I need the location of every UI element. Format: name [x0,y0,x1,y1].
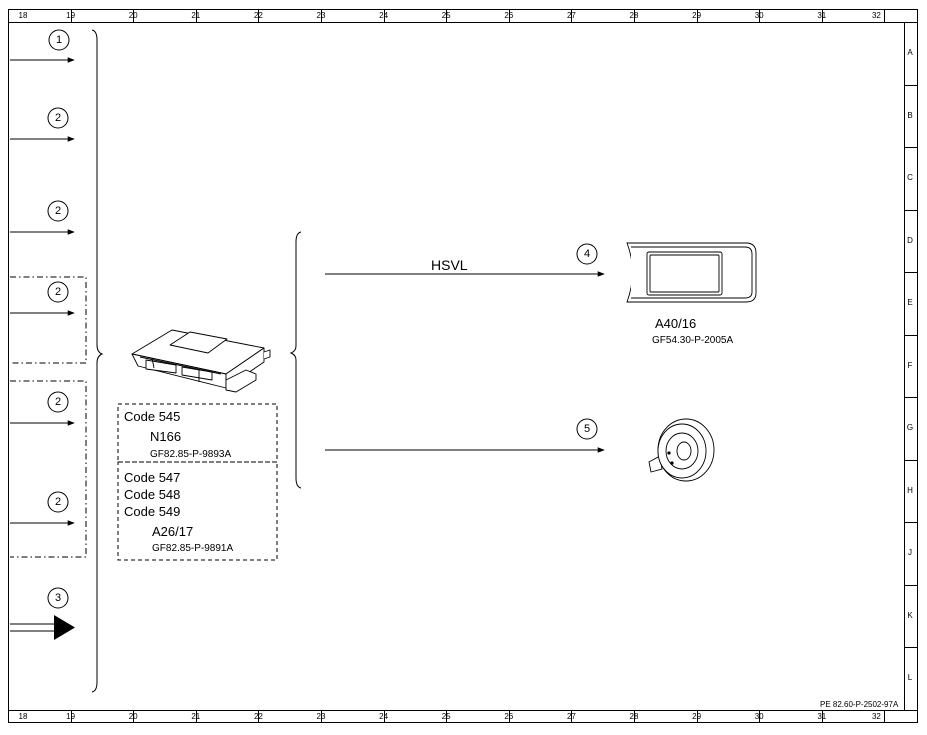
drawing-border [8,9,918,723]
signal-label-hsvl: HSVL [431,257,468,273]
a26-17-label: A26/17 [152,524,194,539]
column-label: 32 [871,712,881,721]
column-label: 18 [18,712,28,721]
n166-label: N166 [150,429,182,444]
column-label: 32 [871,11,881,20]
bus-arrow-3 [10,615,75,640]
row-label: L [907,673,913,683]
column-label: 26 [504,712,514,721]
column-label: 24 [379,712,389,721]
column-label: 21 [191,11,201,20]
column-label: 25 [441,11,451,20]
column-label: 25 [441,712,451,721]
row-label: J [908,548,912,558]
column-label: 19 [66,11,76,20]
column-label: 28 [629,712,639,721]
instrument-display-image [626,242,757,303]
option-boundaries [10,276,87,558]
column-label: 29 [692,11,702,20]
row-label: K [907,610,913,620]
module-boxes [117,403,278,561]
row-label: E [907,298,913,308]
callout-4: 4 [583,248,591,260]
callout-3: 3 [54,592,62,604]
column-label: 31 [817,11,827,20]
left-brace [91,29,104,693]
code-548-label: Code 548 [124,487,181,502]
column-label: 27 [566,11,576,20]
a40-16-label: A40/16 [655,316,697,331]
column-label: 23 [316,712,326,721]
callout-5: 5 [583,423,591,435]
column-label: 22 [253,11,263,20]
a40-16-ref-label: GF54.30-P-2005A [652,335,734,346]
callout-2a: 2 [54,112,62,124]
column-label: 20 [128,11,138,20]
code-547-label: Code 547 [124,470,181,485]
callout-2b: 2 [54,205,62,217]
callout-circles [47,29,598,609]
column-label: 30 [754,11,764,20]
n166-ref-label: GF82.85-P-9893A [150,449,232,460]
row-label: H [907,485,913,495]
code-549-label: Code 549 [124,504,181,519]
code-545-label: Code 545 [124,409,181,424]
callout-2e: 2 [54,496,62,508]
column-label: 24 [379,11,389,20]
column-label: 31 [817,712,827,721]
row-label: A [907,48,913,58]
document-reference: PE 82.60-P-2502-97A [820,700,899,709]
column-label: 20 [128,712,138,721]
column-label: 27 [566,712,576,721]
row-label: F [907,360,913,370]
column-label: 19 [66,712,76,721]
callout-2d: 2 [54,396,62,408]
column-label: 21 [191,712,201,721]
row-label: D [907,235,913,245]
control-module-image [131,329,271,393]
row-label: G [906,423,914,433]
a26-17-ref-label: GF82.85-P-9891A [152,543,234,554]
row-label: B [907,110,913,120]
column-label: 18 [18,11,28,20]
round-switch-image [648,418,715,482]
column-label: 22 [253,712,263,721]
callout-1: 1 [55,34,63,46]
column-label: 28 [629,11,639,20]
column-label: 26 [504,11,514,20]
right-brace [289,231,302,489]
callout-2c: 2 [54,286,62,298]
input-arrows [10,57,75,640]
column-label: 23 [316,11,326,20]
row-label: C [907,173,913,183]
output-arrows [325,271,605,453]
column-label: 29 [692,712,702,721]
column-label: 30 [754,712,764,721]
